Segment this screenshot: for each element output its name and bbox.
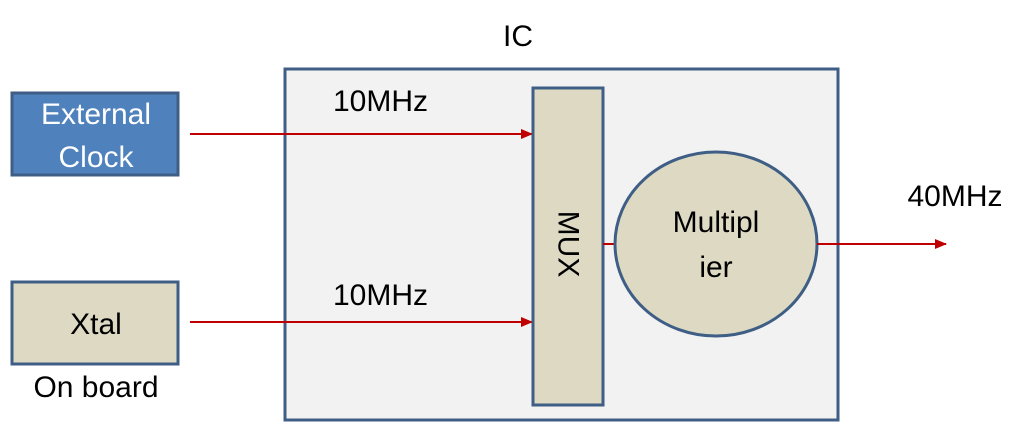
xtal-label: Xtal <box>70 308 122 341</box>
mux-block <box>531 86 605 407</box>
mux-label: MUX <box>552 211 585 278</box>
xtal-block <box>10 280 180 366</box>
multiplier-label-line2: ier <box>699 251 732 284</box>
xtal-frequency: 10MHz <box>333 279 428 312</box>
external-clock-frequency: 10MHz <box>333 85 428 118</box>
xtal-caption: On board <box>33 371 158 404</box>
multiplier-label-line1: Multipl <box>673 206 760 239</box>
ic-label: IC <box>503 20 533 53</box>
external-clock-label-line1: External <box>41 98 151 131</box>
external-clock-label-line2: Clock <box>58 141 134 174</box>
multiplier-block <box>613 150 819 338</box>
output-frequency: 40MHz <box>907 180 1002 213</box>
external-clock-block <box>10 91 180 177</box>
